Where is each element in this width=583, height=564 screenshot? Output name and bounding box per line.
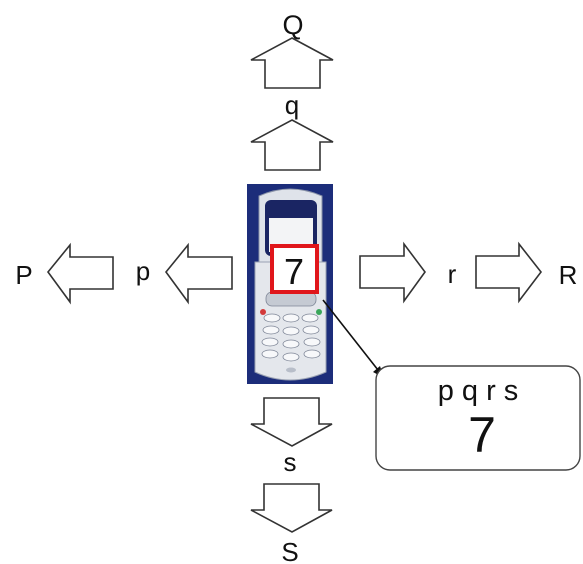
label-left-inner: p bbox=[136, 256, 150, 286]
label-down-outer: S bbox=[281, 537, 298, 564]
phone-mic bbox=[286, 367, 296, 373]
phone-call-key bbox=[260, 309, 266, 315]
label-right-inner: r bbox=[448, 259, 457, 289]
callout-letters: p q r s bbox=[438, 375, 519, 407]
arrow-right-outer bbox=[475, 241, 543, 304]
key-callout-box bbox=[375, 365, 581, 471]
phone-nav-keys bbox=[265, 291, 317, 307]
label-up-inner: q bbox=[285, 90, 299, 120]
highlighted-key-box bbox=[270, 244, 319, 294]
arrow-up-inner bbox=[250, 119, 334, 171]
arrow-up-outer bbox=[250, 37, 334, 89]
arrow-left-outer bbox=[46, 242, 114, 305]
arrow-right-inner bbox=[359, 241, 426, 304]
label-up-outer: Q bbox=[282, 10, 303, 40]
callout-digit: 7 bbox=[468, 407, 496, 463]
label-left-outer: P bbox=[15, 260, 32, 290]
phone-end-key bbox=[316, 309, 322, 315]
mobile-phone-image: 7 bbox=[247, 184, 333, 384]
label-down-inner: s bbox=[284, 447, 297, 477]
highlighted-key-digit: 7 bbox=[284, 251, 304, 292]
arrow-down-inner bbox=[250, 397, 333, 447]
arrow-left-inner bbox=[164, 242, 233, 305]
label-right-outer: R bbox=[559, 260, 578, 290]
arrow-down-outer bbox=[250, 483, 333, 533]
phone-keypad-buttons bbox=[261, 313, 321, 362]
